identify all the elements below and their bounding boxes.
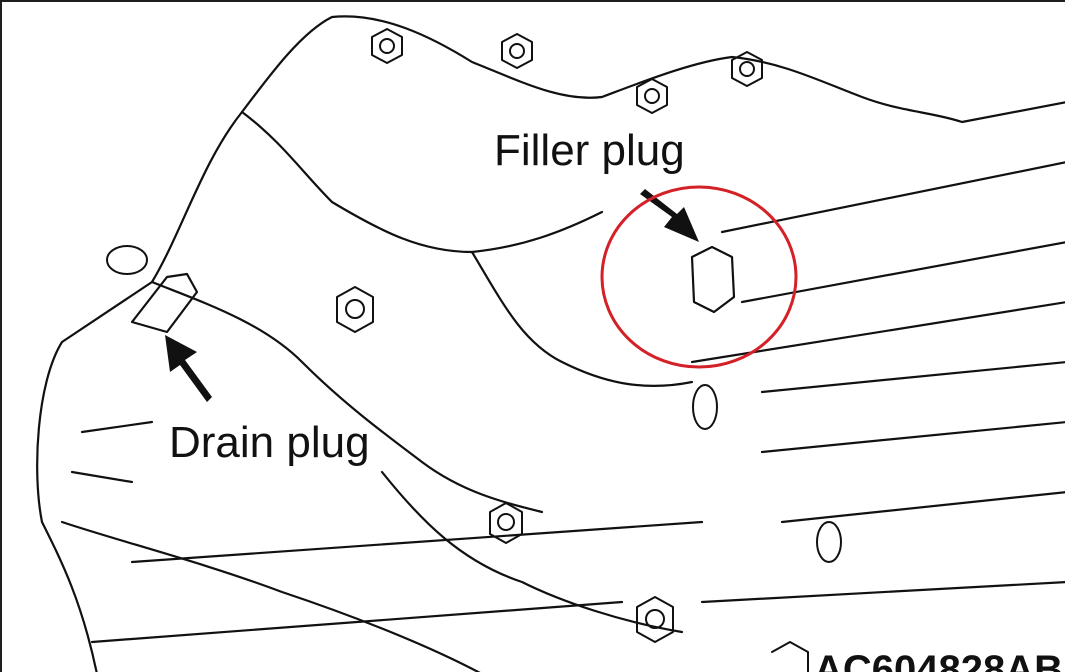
figure-code: AC604828AB [814, 648, 1064, 672]
filler-plug [690, 245, 736, 314]
drain-plug-label: Drain plug [169, 418, 370, 467]
housing-outline [36, 15, 1065, 672]
filler-plug-arrow [640, 189, 699, 242]
filler-plug-highlight-circle [600, 185, 798, 369]
filler-plug-label: Filler plug [494, 126, 685, 175]
drain-plug-arrow [165, 335, 212, 402]
bolt-heads [106, 28, 842, 672]
drain-plug [130, 272, 199, 334]
